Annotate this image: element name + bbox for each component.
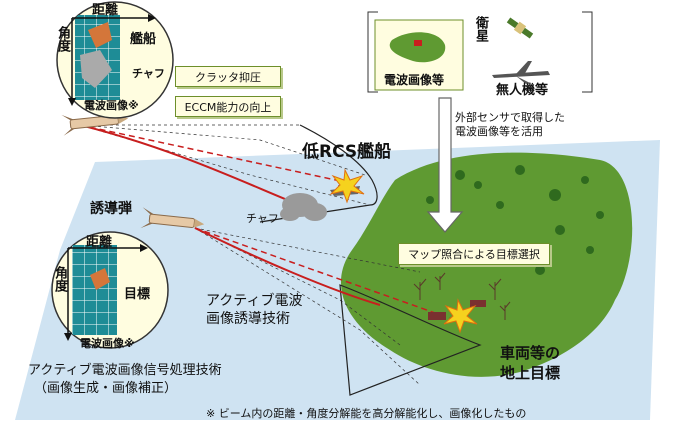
satellite <box>506 17 534 39</box>
external-data-arrow <box>426 97 464 233</box>
top-inset-angle-label: 角度 <box>55 26 70 52</box>
top-inset-ship-blob <box>88 22 112 48</box>
ground-target-label-2: 地上目標 <box>500 364 561 382</box>
ship-explosion <box>329 168 365 204</box>
beam-top <box>79 124 378 223</box>
beam-bottom-red <box>194 227 381 306</box>
signal-processing-tech-2: （画像生成・画像補正） <box>34 381 178 396</box>
active-imaging-tech-2: 画像誘導技術 <box>206 311 290 327</box>
top-inset-chaff-label: チャフ <box>132 67 165 80</box>
missile-label: 誘導弾 <box>90 201 132 217</box>
footnote: ※ ビーム内の距離・角度分解能を高分解能化し、画像化したもの <box>206 407 527 420</box>
chaff-cloud <box>280 193 327 221</box>
bottom-inset-target-blob <box>90 268 110 290</box>
map-matching-box: マップ照合による目標選択 <box>398 243 550 265</box>
beam-bottom <box>194 227 482 396</box>
signal-processing-tech-1: アクティブ電波画像信号処理技術 <box>28 363 222 378</box>
clutter-suppression-box: クラッタ抑圧 <box>175 66 281 87</box>
top-inset-axes <box>71 17 150 100</box>
top-inset-chaff-blob <box>80 50 112 88</box>
bottom-inset-angle-label: 角度 <box>52 266 67 292</box>
beam-top-red-dash <box>79 124 346 183</box>
top-inset-range-label: 距離 <box>92 3 119 18</box>
bottom-inset-target-label: 目標 <box>124 287 151 302</box>
external-sensor-note-2: 電波画像等を活用 <box>455 125 543 138</box>
top-inset-ship-label: 艦船 <box>130 32 157 47</box>
sensor-bracket-left <box>367 11 378 93</box>
ground-explosion <box>443 298 478 334</box>
ground-vehicles <box>428 300 486 320</box>
bottom-inset-range-label: 距離 <box>86 235 113 250</box>
beam-bottom-red-dash <box>194 227 456 321</box>
low-rcs-ship-label: 低RCS艦船 <box>302 142 392 162</box>
bottom-inset-radio-image-label: 電波画像※ <box>80 337 135 350</box>
bottom-inset-grid <box>72 245 117 335</box>
sensor-bracket-right <box>582 11 593 93</box>
sensor-image-land <box>389 32 446 63</box>
chaff-label: チャフ <box>246 212 279 225</box>
uav <box>492 61 550 84</box>
beam-top-red <box>79 124 301 206</box>
sensor-radio-image-label: 電波画像等 <box>384 73 445 87</box>
ground-trees-bare <box>413 272 511 320</box>
ground-target-label-1: 車両等の <box>500 344 561 362</box>
bottom-inset-axes <box>67 247 142 335</box>
satellite-label: 衛星 <box>473 16 488 42</box>
uav-label: 無人機等 <box>496 83 549 98</box>
land-trees <box>426 165 604 275</box>
external-sensor-note-1: 外部センサで取得した <box>455 111 565 124</box>
active-imaging-tech-1: アクティブ電波 <box>206 293 303 309</box>
top-inset-radio-image-label: 電波画像※ <box>84 99 139 112</box>
eccm-box: ECCM能力の向上 <box>175 96 281 117</box>
